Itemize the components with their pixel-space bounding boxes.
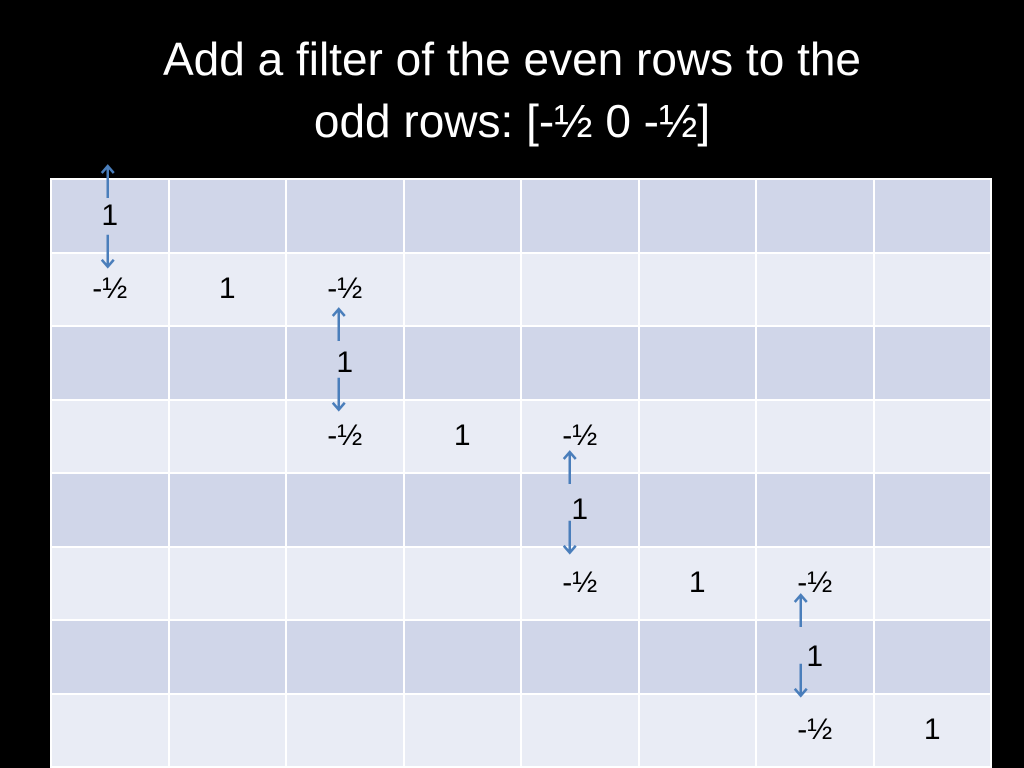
matrix-cell: 1	[755, 619, 875, 695]
matrix-cell	[872, 545, 992, 621]
matrix-cell: -½	[285, 251, 405, 327]
matrix-cell	[50, 545, 170, 621]
matrix-cell	[520, 692, 640, 768]
matrix-cell	[872, 251, 992, 327]
matrix-cell	[167, 325, 287, 401]
matrix-cell: 1	[402, 398, 522, 474]
matrix-cell	[285, 178, 405, 254]
matrix-cell	[520, 251, 640, 327]
matrix-row: 1	[50, 472, 992, 548]
matrix-cell	[872, 398, 992, 474]
matrix-cell	[285, 472, 405, 548]
matrix-cell: 1	[520, 472, 640, 548]
matrix-cell	[755, 472, 875, 548]
matrix-cell	[520, 178, 640, 254]
matrix-cell	[637, 619, 757, 695]
matrix-cell	[755, 178, 875, 254]
matrix-cell	[167, 178, 287, 254]
matrix-cell	[402, 692, 522, 768]
matrix-cell	[872, 178, 992, 254]
matrix-cell	[50, 692, 170, 768]
matrix-cell	[167, 692, 287, 768]
matrix-row: 1	[50, 325, 992, 401]
matrix-cell	[167, 472, 287, 548]
matrix-cell	[167, 619, 287, 695]
matrix-cell	[755, 251, 875, 327]
matrix-cell: 1	[872, 692, 992, 768]
matrix-cell: -½	[285, 398, 405, 474]
matrix-row: 1	[50, 178, 992, 254]
matrix-cell	[50, 619, 170, 695]
matrix-cell	[637, 178, 757, 254]
matrix-cell	[402, 325, 522, 401]
slide-title-line-2: odd rows: [-½ 0 -½]	[313, 95, 711, 147]
matrix-cell	[167, 398, 287, 474]
matrix-cell: 1	[637, 545, 757, 621]
slide-title: Add a filter of the even rows to the odd…	[0, 28, 1024, 152]
matrix-cell: -½	[50, 251, 170, 327]
matrix-cell	[167, 545, 287, 621]
matrix-cell	[755, 398, 875, 474]
matrix-cell: -½	[755, 692, 875, 768]
matrix-cell	[637, 325, 757, 401]
matrix-cell	[402, 619, 522, 695]
matrix-cell	[402, 178, 522, 254]
matrix-cell	[285, 619, 405, 695]
matrix-cell	[402, 545, 522, 621]
matrix-cell	[872, 472, 992, 548]
matrix-cell	[637, 472, 757, 548]
matrix-cell	[755, 325, 875, 401]
matrix-cell	[637, 398, 757, 474]
matrix-cell: 1	[285, 325, 405, 401]
matrix-cell	[637, 692, 757, 768]
slide-title-line-1: Add a filter of the even rows to the	[162, 33, 862, 85]
matrix-cell: 1	[167, 251, 287, 327]
matrix-cell	[285, 692, 405, 768]
matrix-cell: -½	[755, 545, 875, 621]
matrix-cell	[50, 472, 170, 548]
matrix-cell	[402, 251, 522, 327]
matrix-cell	[872, 325, 992, 401]
matrix-cell	[637, 251, 757, 327]
matrix-cell	[520, 619, 640, 695]
matrix-cell: -½	[520, 545, 640, 621]
matrix-cell	[402, 472, 522, 548]
matrix-cell: 1	[50, 178, 170, 254]
matrix-cell: -½	[520, 398, 640, 474]
matrix-cell	[50, 325, 170, 401]
matrix-cell	[285, 545, 405, 621]
matrix-cell	[872, 619, 992, 695]
matrix-cell	[520, 325, 640, 401]
matrix-row: 1	[50, 619, 992, 695]
matrix-cell	[50, 398, 170, 474]
